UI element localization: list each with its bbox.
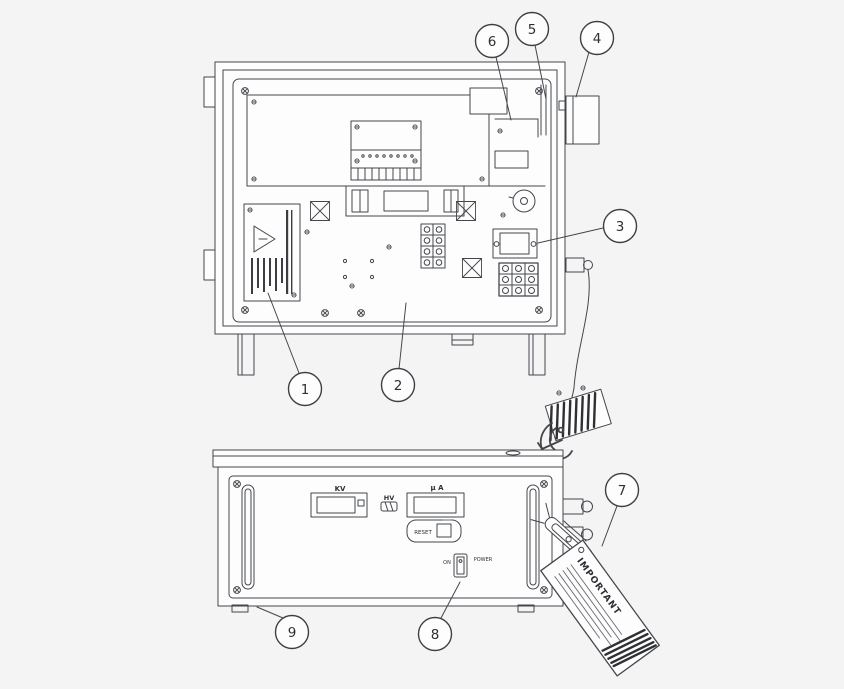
leader-line	[537, 227, 604, 244]
tag-hatch	[601, 628, 657, 668]
important-tag: IMPORTANT	[540, 539, 660, 677]
reset-control: RESET	[406, 519, 462, 543]
ua-label: µ A	[430, 484, 444, 492]
power-switch-group: ON POWER	[443, 553, 493, 578]
leader-line	[440, 581, 461, 619]
kv-label: KV	[335, 485, 346, 493]
control-board-plate	[246, 94, 546, 187]
left-flange-top	[203, 76, 216, 108]
warning-label	[243, 203, 301, 302]
warning-triangle-icon	[253, 225, 276, 253]
terminal-block-a	[420, 223, 446, 269]
front-body	[217, 466, 564, 607]
side-rail	[540, 84, 547, 136]
contactor	[492, 228, 538, 259]
power-switch	[453, 553, 468, 578]
leader-line	[534, 44, 547, 100]
mounting-panel	[232, 78, 552, 323]
callout-1: 1	[267, 292, 323, 407]
small-bracket	[494, 150, 529, 169]
pcb-assembly	[350, 120, 422, 181]
leader-line	[601, 505, 618, 547]
callout-3: 3	[537, 208, 638, 244]
callout-3-number: 3	[616, 219, 625, 235]
callout-5: 5	[514, 11, 550, 100]
ua-meter: µ A	[406, 484, 465, 518]
callout-2-number: 2	[394, 378, 403, 394]
callout-9-number: 9	[288, 625, 297, 641]
enclosure-front-view: KV HV µ A RESET ON	[212, 449, 660, 677]
right-handle	[526, 484, 540, 590]
callout-7: 7	[601, 472, 640, 547]
reset-label: RESET	[414, 530, 432, 536]
leader-line	[267, 292, 300, 374]
case-inner-wall	[222, 69, 558, 327]
terminal-block-b	[498, 262, 539, 297]
leader-line	[495, 56, 512, 121]
callout-7-number: 7	[618, 483, 627, 499]
pcb-pins	[361, 154, 414, 158]
front-lid	[212, 449, 564, 468]
warning-label-fineprint	[251, 210, 293, 294]
callout-6: 6	[474, 23, 512, 121]
callout-9: 9	[256, 606, 310, 650]
clamp-cable	[563, 520, 587, 542]
round-capacitor	[508, 189, 536, 213]
callout-8-number: 8	[431, 627, 440, 643]
corner-bracket	[494, 118, 539, 138]
hv-output-connector	[565, 257, 593, 273]
front-feet	[231, 604, 535, 613]
enclosure-top-view	[203, 61, 612, 461]
side-bracket	[558, 95, 600, 145]
left-flange-bottom	[203, 249, 216, 281]
callout-1-number: 1	[301, 382, 310, 398]
leader-line	[398, 302, 407, 370]
bottom-tab	[451, 333, 474, 346]
callout-4-number: 4	[593, 31, 602, 47]
tag-fineprint	[554, 564, 623, 646]
relay-cover	[469, 87, 508, 115]
callout-8: 8	[417, 581, 461, 652]
leader-line	[575, 51, 590, 98]
transformer-cover	[345, 185, 465, 217]
kv-meter: KV	[310, 485, 368, 518]
left-handle	[241, 484, 255, 590]
mounting-legs	[237, 333, 546, 376]
on-label: ON	[443, 560, 451, 566]
callout-5-number: 5	[528, 22, 537, 38]
callouts: 1 2 3 4 5 6 7	[256, 11, 640, 652]
callout-4: 4	[575, 20, 615, 98]
callout-2: 2	[380, 302, 416, 403]
callout-6-number: 6	[488, 34, 497, 50]
power-label: POWER	[474, 557, 493, 563]
hv-label: HV	[384, 494, 394, 502]
hv-indicator: HV	[380, 494, 398, 512]
leader-line	[256, 606, 284, 619]
